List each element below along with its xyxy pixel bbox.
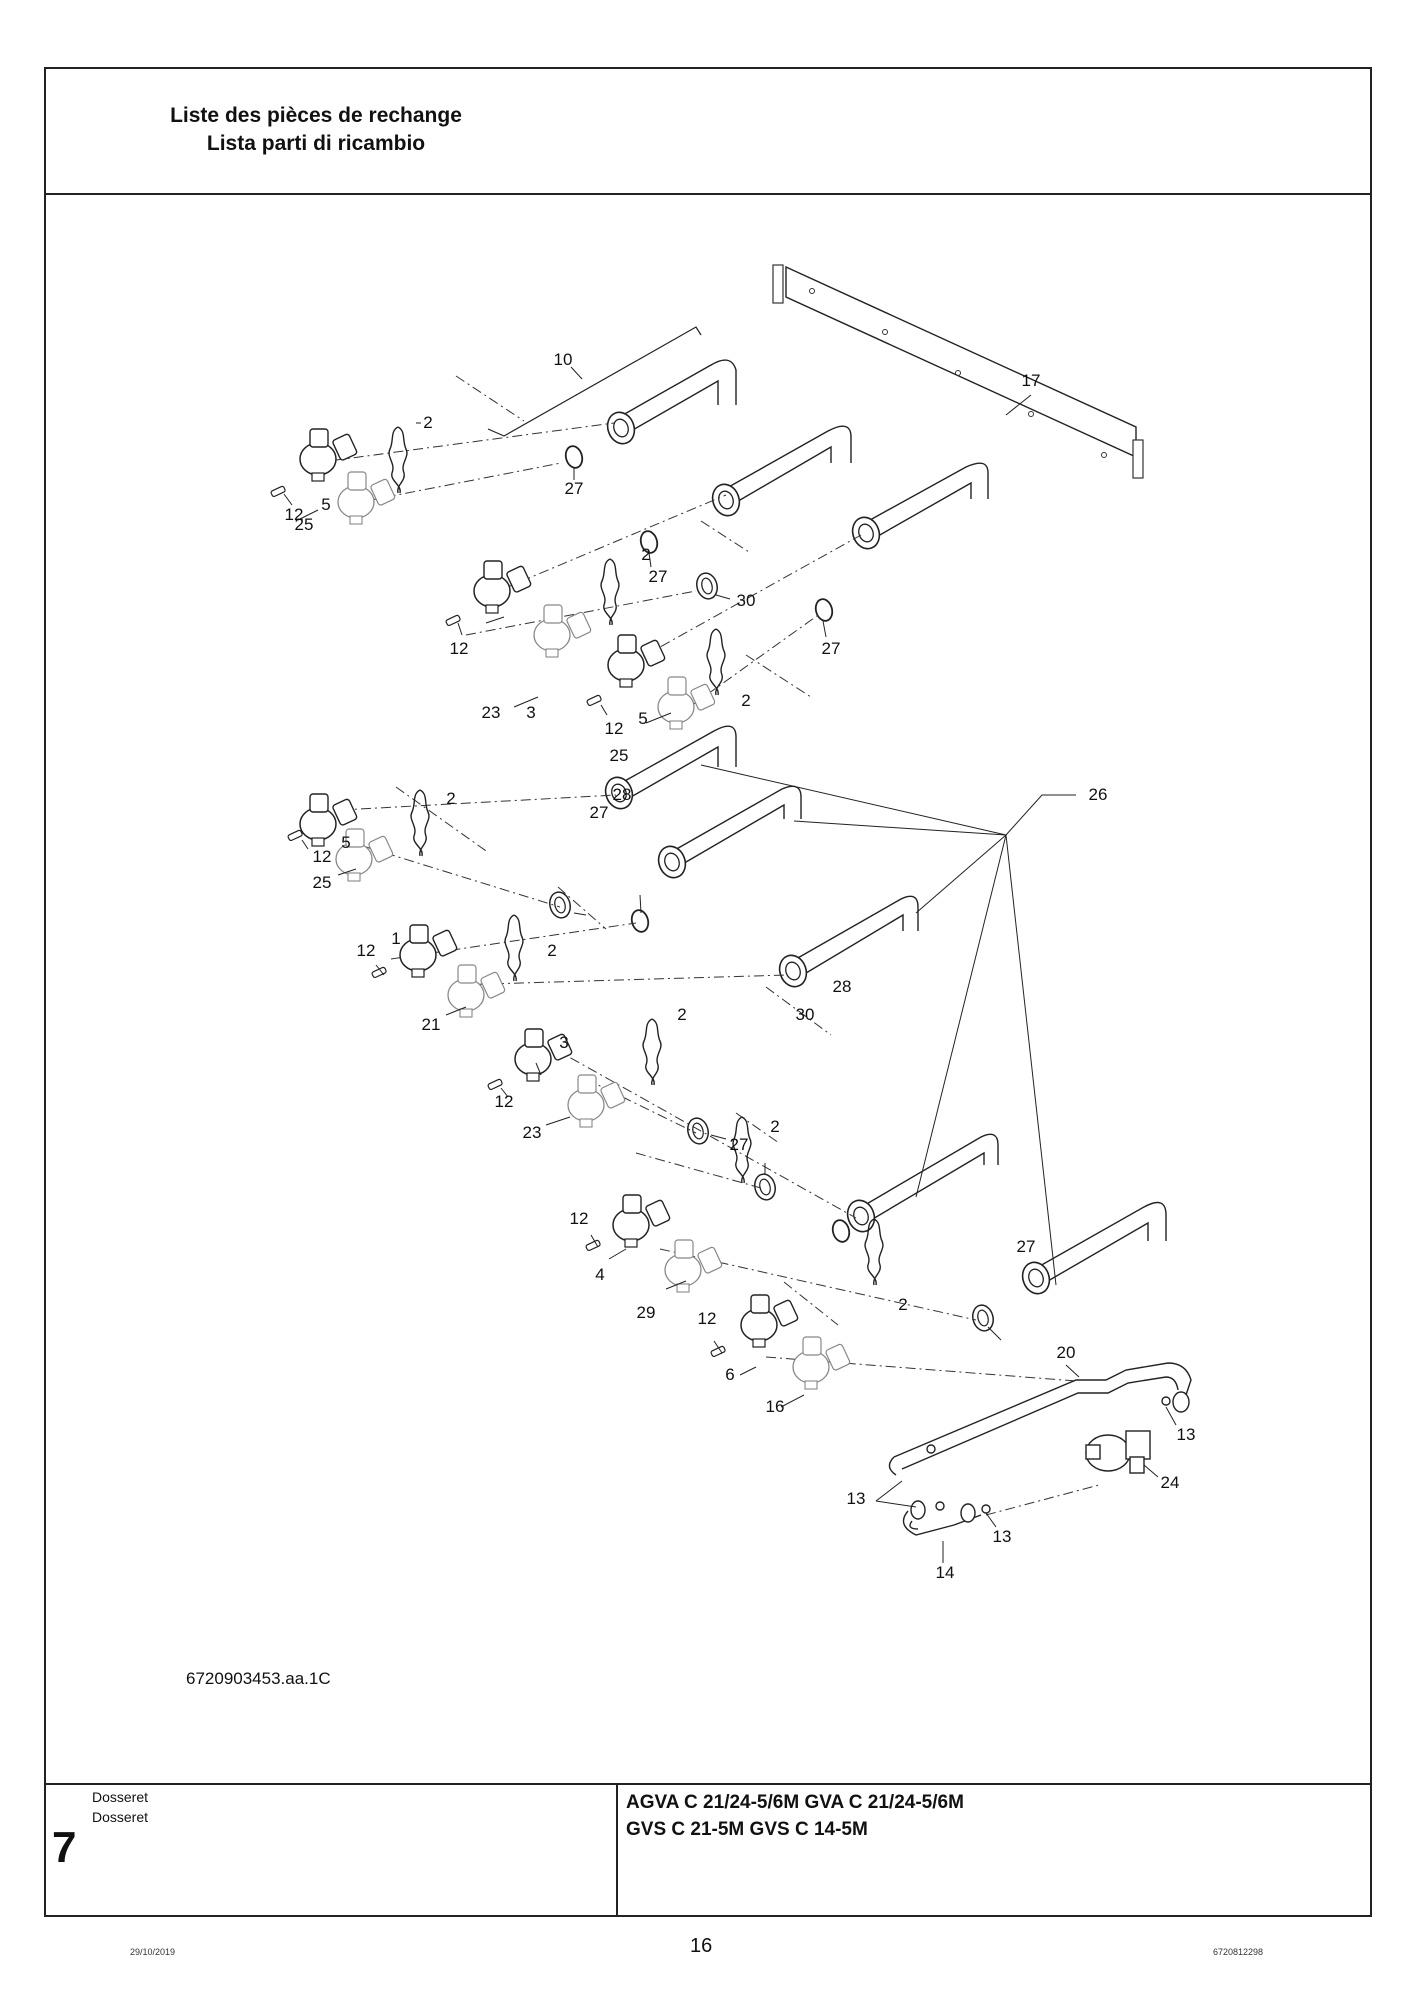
valves xyxy=(299,428,852,1390)
callout-1: 1 xyxy=(391,929,401,948)
section-subtitle-fr: Dosseret xyxy=(92,1789,149,1805)
callout-26: 26 xyxy=(1088,785,1108,804)
callout-28: 28 xyxy=(832,977,852,996)
document-number: 6720812298 xyxy=(1213,1947,1264,1957)
title-italian: Lista parti di ricambio xyxy=(206,132,426,155)
callout-2: 2 xyxy=(547,941,557,960)
model-list: AGVA C 21/24-5/6M GVA C 21/24-5/6M GVS C… xyxy=(626,1789,964,1843)
callout-28: 28 xyxy=(612,785,632,804)
callout-30: 30 xyxy=(795,1005,815,1024)
callout-27: 27 xyxy=(1016,1237,1036,1256)
callout-29: 29 xyxy=(636,1303,656,1322)
callout-16: 16 xyxy=(765,1397,785,1416)
callout-12: 12 xyxy=(449,639,469,658)
callout-5: 5 xyxy=(638,709,648,728)
footer: Dosseret Dosseret 7 AGVA C 21/24-5/6M GV… xyxy=(46,1783,1370,1917)
callout-27: 27 xyxy=(564,479,584,498)
pipes xyxy=(613,359,1167,1286)
callout-30: 30 xyxy=(736,591,756,610)
callout-10: 10 xyxy=(553,350,573,369)
callout-27: 27 xyxy=(729,1135,749,1154)
callout-27: 27 xyxy=(589,803,609,822)
callout-27: 27 xyxy=(821,639,841,658)
callout-13: 13 xyxy=(1176,1425,1196,1444)
callout-23: 23 xyxy=(522,1123,542,1142)
callout-25: 25 xyxy=(312,873,332,892)
callout-17: 17 xyxy=(1021,371,1041,390)
print-date: 29/10/2019 xyxy=(130,1947,176,1957)
title-french: Liste des pièces de rechange xyxy=(170,104,462,127)
callout-12: 12 xyxy=(569,1209,589,1228)
callout-5: 5 xyxy=(321,495,331,514)
callout-12: 12 xyxy=(284,505,304,524)
callout-14: 14 xyxy=(935,1563,955,1582)
callout-2: 2 xyxy=(677,1005,687,1024)
footer-section-cell: Dosseret Dosseret 7 xyxy=(46,1785,618,1917)
callout-12: 12 xyxy=(494,1092,514,1111)
callout-21: 21 xyxy=(421,1015,441,1034)
clips xyxy=(388,426,884,1286)
callout-2: 2 xyxy=(741,691,751,710)
callout-13: 13 xyxy=(846,1489,866,1508)
callout-4: 4 xyxy=(595,1265,605,1284)
callout-12: 12 xyxy=(312,847,332,866)
exploded-diagram: 17 10 27 2 12 5 25 27 2 30 3 12 23 27 2 … xyxy=(46,195,1370,1783)
callout-2: 2 xyxy=(423,413,433,432)
models-line-2: GVS C 21-5M GVS C 14-5M xyxy=(626,1819,868,1840)
callout-24: 24 xyxy=(1160,1473,1180,1492)
header: Liste des pièces de rechange Lista parti… xyxy=(46,69,1370,195)
section-subtitle-it: Dosseret xyxy=(92,1809,149,1825)
page-number: 16 xyxy=(690,1935,713,1957)
section-number: 7 xyxy=(52,1823,77,1872)
callout-2: 2 xyxy=(898,1295,908,1314)
callout-6: 6 xyxy=(725,1365,735,1384)
callout-2: 2 xyxy=(446,789,456,808)
figure-reference: 6720903453.aa.1C xyxy=(186,1669,331,1688)
callout-12: 12 xyxy=(697,1309,717,1328)
callout-23: 23 xyxy=(481,703,501,722)
callout-3: 3 xyxy=(559,1033,569,1052)
bracket-part-17 xyxy=(772,264,1144,479)
callout-27: 27 xyxy=(648,567,668,586)
diagram-graphics xyxy=(269,264,1192,1563)
callout-2: 2 xyxy=(641,545,651,564)
callout-3: 3 xyxy=(526,703,536,722)
callout-20: 20 xyxy=(1056,1343,1076,1362)
callout-2: 2 xyxy=(770,1117,780,1136)
callout-13: 13 xyxy=(992,1527,1012,1546)
callout-12: 12 xyxy=(604,719,624,738)
callout-5: 5 xyxy=(341,833,351,852)
callout-25: 25 xyxy=(294,515,314,534)
gas-tube-assembly xyxy=(888,1362,1192,1536)
callout-25: 25 xyxy=(609,746,629,765)
callout-12: 12 xyxy=(356,941,376,960)
models-line-1: AGVA C 21/24-5/6M GVA C 21/24-5/6M xyxy=(626,1792,964,1813)
page-frame: Liste des pièces de rechange Lista parti… xyxy=(44,67,1372,1917)
